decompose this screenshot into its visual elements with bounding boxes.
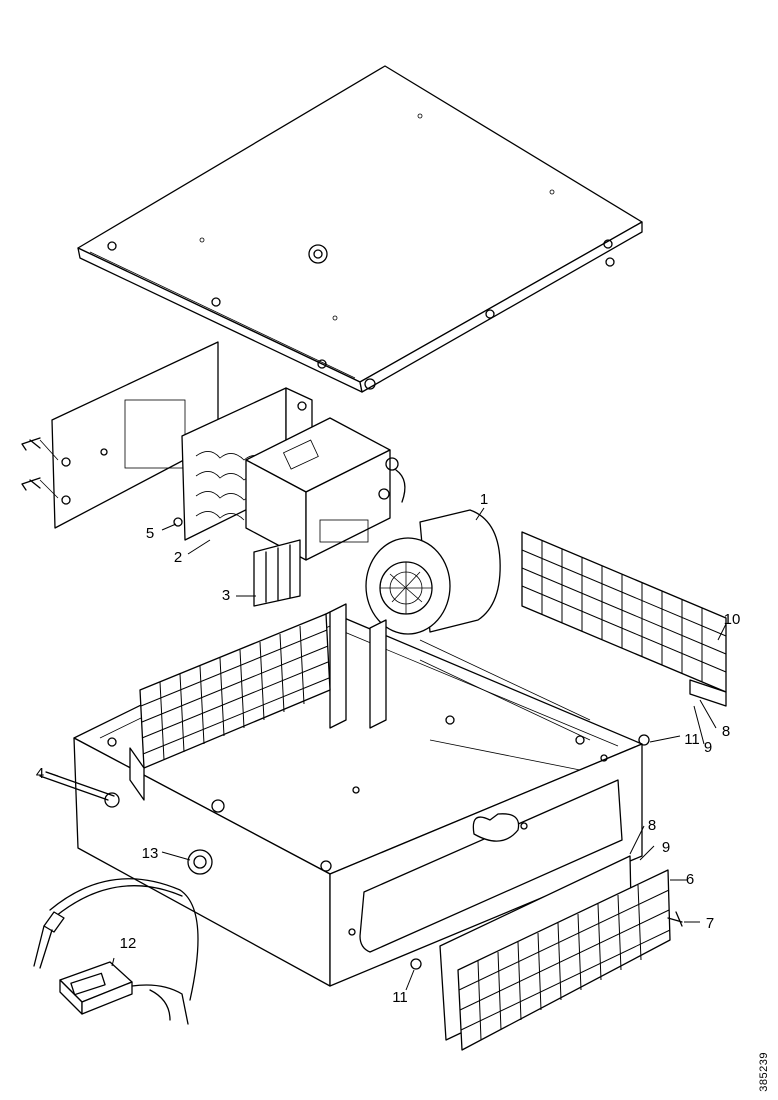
callout-grille-screw: 7 <box>706 915 714 932</box>
callout-terminal-block: 3 <box>222 587 230 604</box>
callout-labels: 1 2 3 4 5 6 7 8 8 9 9 10 11 11 12 13 <box>36 491 741 1006</box>
callout-display-unit: 12 <box>120 935 137 952</box>
display-unit <box>33 878 199 1025</box>
fan <box>365 509 501 635</box>
rear-grille <box>521 531 727 707</box>
callout-nut-front: 11 <box>392 989 408 1006</box>
callout-screw-left: 5 <box>146 525 154 542</box>
callout-rear-grille: 10 <box>724 611 741 628</box>
terminal-block <box>253 539 301 607</box>
callout-front-grille: 6 <box>686 871 694 888</box>
callout-grommet: 13 <box>142 845 159 862</box>
callout-pin: 4 <box>36 765 44 782</box>
callout-fan: 1 <box>480 491 488 508</box>
callout-seal-front: 9 <box>662 839 670 856</box>
front-grille <box>410 855 683 1051</box>
callout-gasket-front: 8 <box>648 817 656 834</box>
leader-lines <box>45 507 727 991</box>
document-id: 385239 <box>758 1052 770 1092</box>
callout-nut-rear: 11 <box>684 731 700 748</box>
callout-gasket-rear: 8 <box>722 723 730 740</box>
top-lid <box>77 65 643 393</box>
control-box <box>245 417 406 561</box>
callout-transformer: 2 <box>174 549 182 566</box>
internal-grille <box>129 613 331 801</box>
callout-seal-rear: 9 <box>704 739 712 756</box>
side-panel <box>21 341 219 529</box>
